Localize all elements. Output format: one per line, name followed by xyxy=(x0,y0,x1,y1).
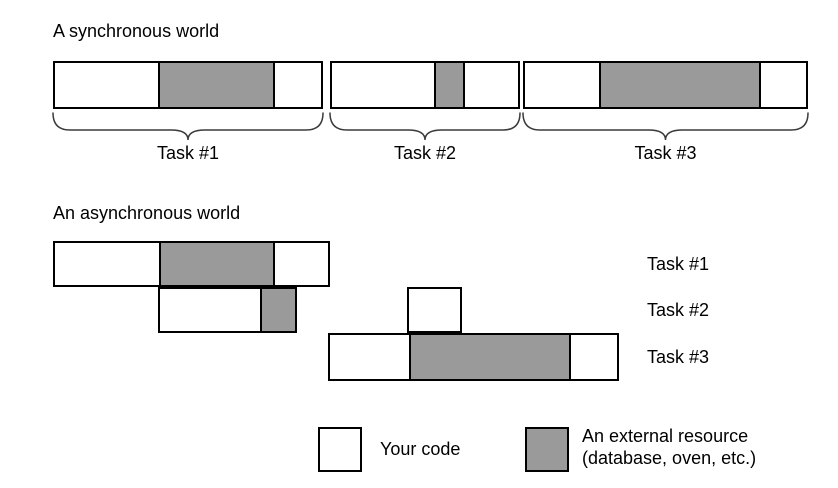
external-resource-segment xyxy=(260,289,295,331)
your-code-segment xyxy=(332,63,434,107)
external-resource-label-line2: (database, oven, etc.) xyxy=(582,448,757,468)
async-world-title: An asynchronous world xyxy=(53,203,241,223)
async-task-3-box-1 xyxy=(328,333,619,381)
your-code-segment xyxy=(465,63,518,107)
external-resource-label-line1: An external resource xyxy=(582,426,749,446)
async-task-1-box-1 xyxy=(53,241,330,287)
your-code-segment xyxy=(330,335,409,379)
your-code-segment xyxy=(274,243,328,285)
brace-task-3 xyxy=(522,112,809,141)
your-code-segment xyxy=(525,63,599,107)
external-resource-segment xyxy=(433,63,466,107)
async-task-label-1: Task #1 xyxy=(647,254,710,274)
external-resource-segment xyxy=(158,63,275,107)
your-code-segment xyxy=(274,63,321,107)
your-code-segment xyxy=(409,289,460,331)
your-code-segment xyxy=(160,289,260,331)
brace-task-2 xyxy=(329,112,521,141)
external-resource-segment xyxy=(598,63,761,107)
async-task-label-2: Task #2 xyxy=(647,300,710,320)
async-task-2-box-2 xyxy=(407,287,462,333)
sync-task-box-3 xyxy=(523,61,808,109)
brace-task-1 xyxy=(52,112,324,141)
sync-world-title: A synchronous world xyxy=(53,21,220,41)
your-code-segment xyxy=(55,63,159,107)
your-code-label: Your code xyxy=(380,439,461,459)
external-resource-label: An external resource (database, oven, et… xyxy=(582,425,756,469)
async-task-label-3: Task #3 xyxy=(647,347,710,367)
sync-task-label-3: Task #3 xyxy=(634,143,697,163)
sync-task-box-2 xyxy=(330,61,520,109)
your-code-segment xyxy=(55,243,160,285)
external-resource-swatch xyxy=(525,427,569,472)
external-resource-segment xyxy=(159,243,275,285)
sync-task-label-1: Task #1 xyxy=(156,143,220,163)
async-task-2-box-1 xyxy=(158,287,297,333)
sync-task-label-2: Task #2 xyxy=(393,143,457,163)
sync-task-box-1 xyxy=(53,61,323,109)
external-resource-segment xyxy=(408,335,571,379)
your-code-segment xyxy=(760,63,806,107)
your-code-segment xyxy=(570,335,617,379)
your-code-swatch xyxy=(318,427,362,472)
